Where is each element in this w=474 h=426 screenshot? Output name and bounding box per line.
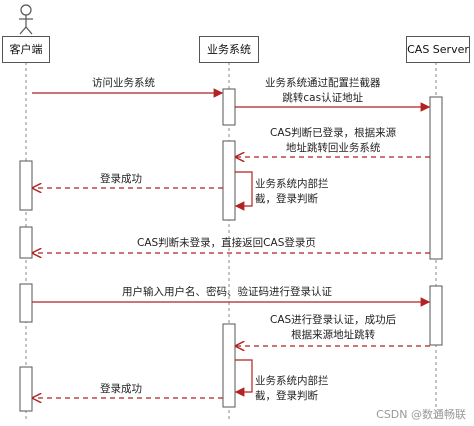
arrow-m9 bbox=[234, 359, 253, 397]
arrow-m5 bbox=[234, 171, 253, 211]
activation-client-1 bbox=[19, 160, 33, 211]
participant-business: 业务系统 bbox=[199, 36, 259, 63]
message-label: 用户输入用户名、密码、验证码进行登录认证 bbox=[122, 286, 332, 298]
activation-cas-2 bbox=[429, 285, 443, 346]
participant-cas-label: CAS Server bbox=[407, 43, 469, 56]
participant-client-label: 客户端 bbox=[9, 43, 43, 56]
message-label: 登录成功 bbox=[100, 383, 142, 395]
message-label: 业务系统内部拦 截，登录判断 bbox=[255, 178, 329, 205]
watermark: CSDN @数通畅联 bbox=[376, 408, 466, 421]
activation-client-4 bbox=[19, 366, 33, 412]
activation-business-1 bbox=[222, 88, 236, 126]
activation-business-2 bbox=[222, 140, 236, 221]
message-label: 登录成功 bbox=[100, 173, 142, 185]
message-label: 访问业务系统 bbox=[92, 77, 155, 89]
message-label: CAS进行登录认证，成功后 根据来源地址跳转 bbox=[270, 314, 397, 341]
actor-icon bbox=[19, 4, 33, 35]
activation-client-2 bbox=[19, 226, 33, 259]
participant-business-label: 业务系统 bbox=[207, 43, 251, 56]
message-label: CAS判断未登录，直接返回CAS登录页 bbox=[137, 237, 316, 249]
activation-cas-1 bbox=[429, 96, 443, 260]
message-label: CAS判断已登录，根据来源 地址跳转回业务系统 bbox=[270, 127, 397, 154]
message-label: 业务系统内部拦 截，登录判断 bbox=[255, 375, 329, 402]
activation-business-3 bbox=[222, 323, 236, 408]
message-label: 业务系统通过配置拦截器 跳转cas认证地址 bbox=[265, 77, 381, 104]
participant-client: 客户端 bbox=[2, 36, 50, 63]
activation-client-3 bbox=[19, 283, 33, 323]
participant-cas: CAS Server bbox=[406, 36, 470, 63]
